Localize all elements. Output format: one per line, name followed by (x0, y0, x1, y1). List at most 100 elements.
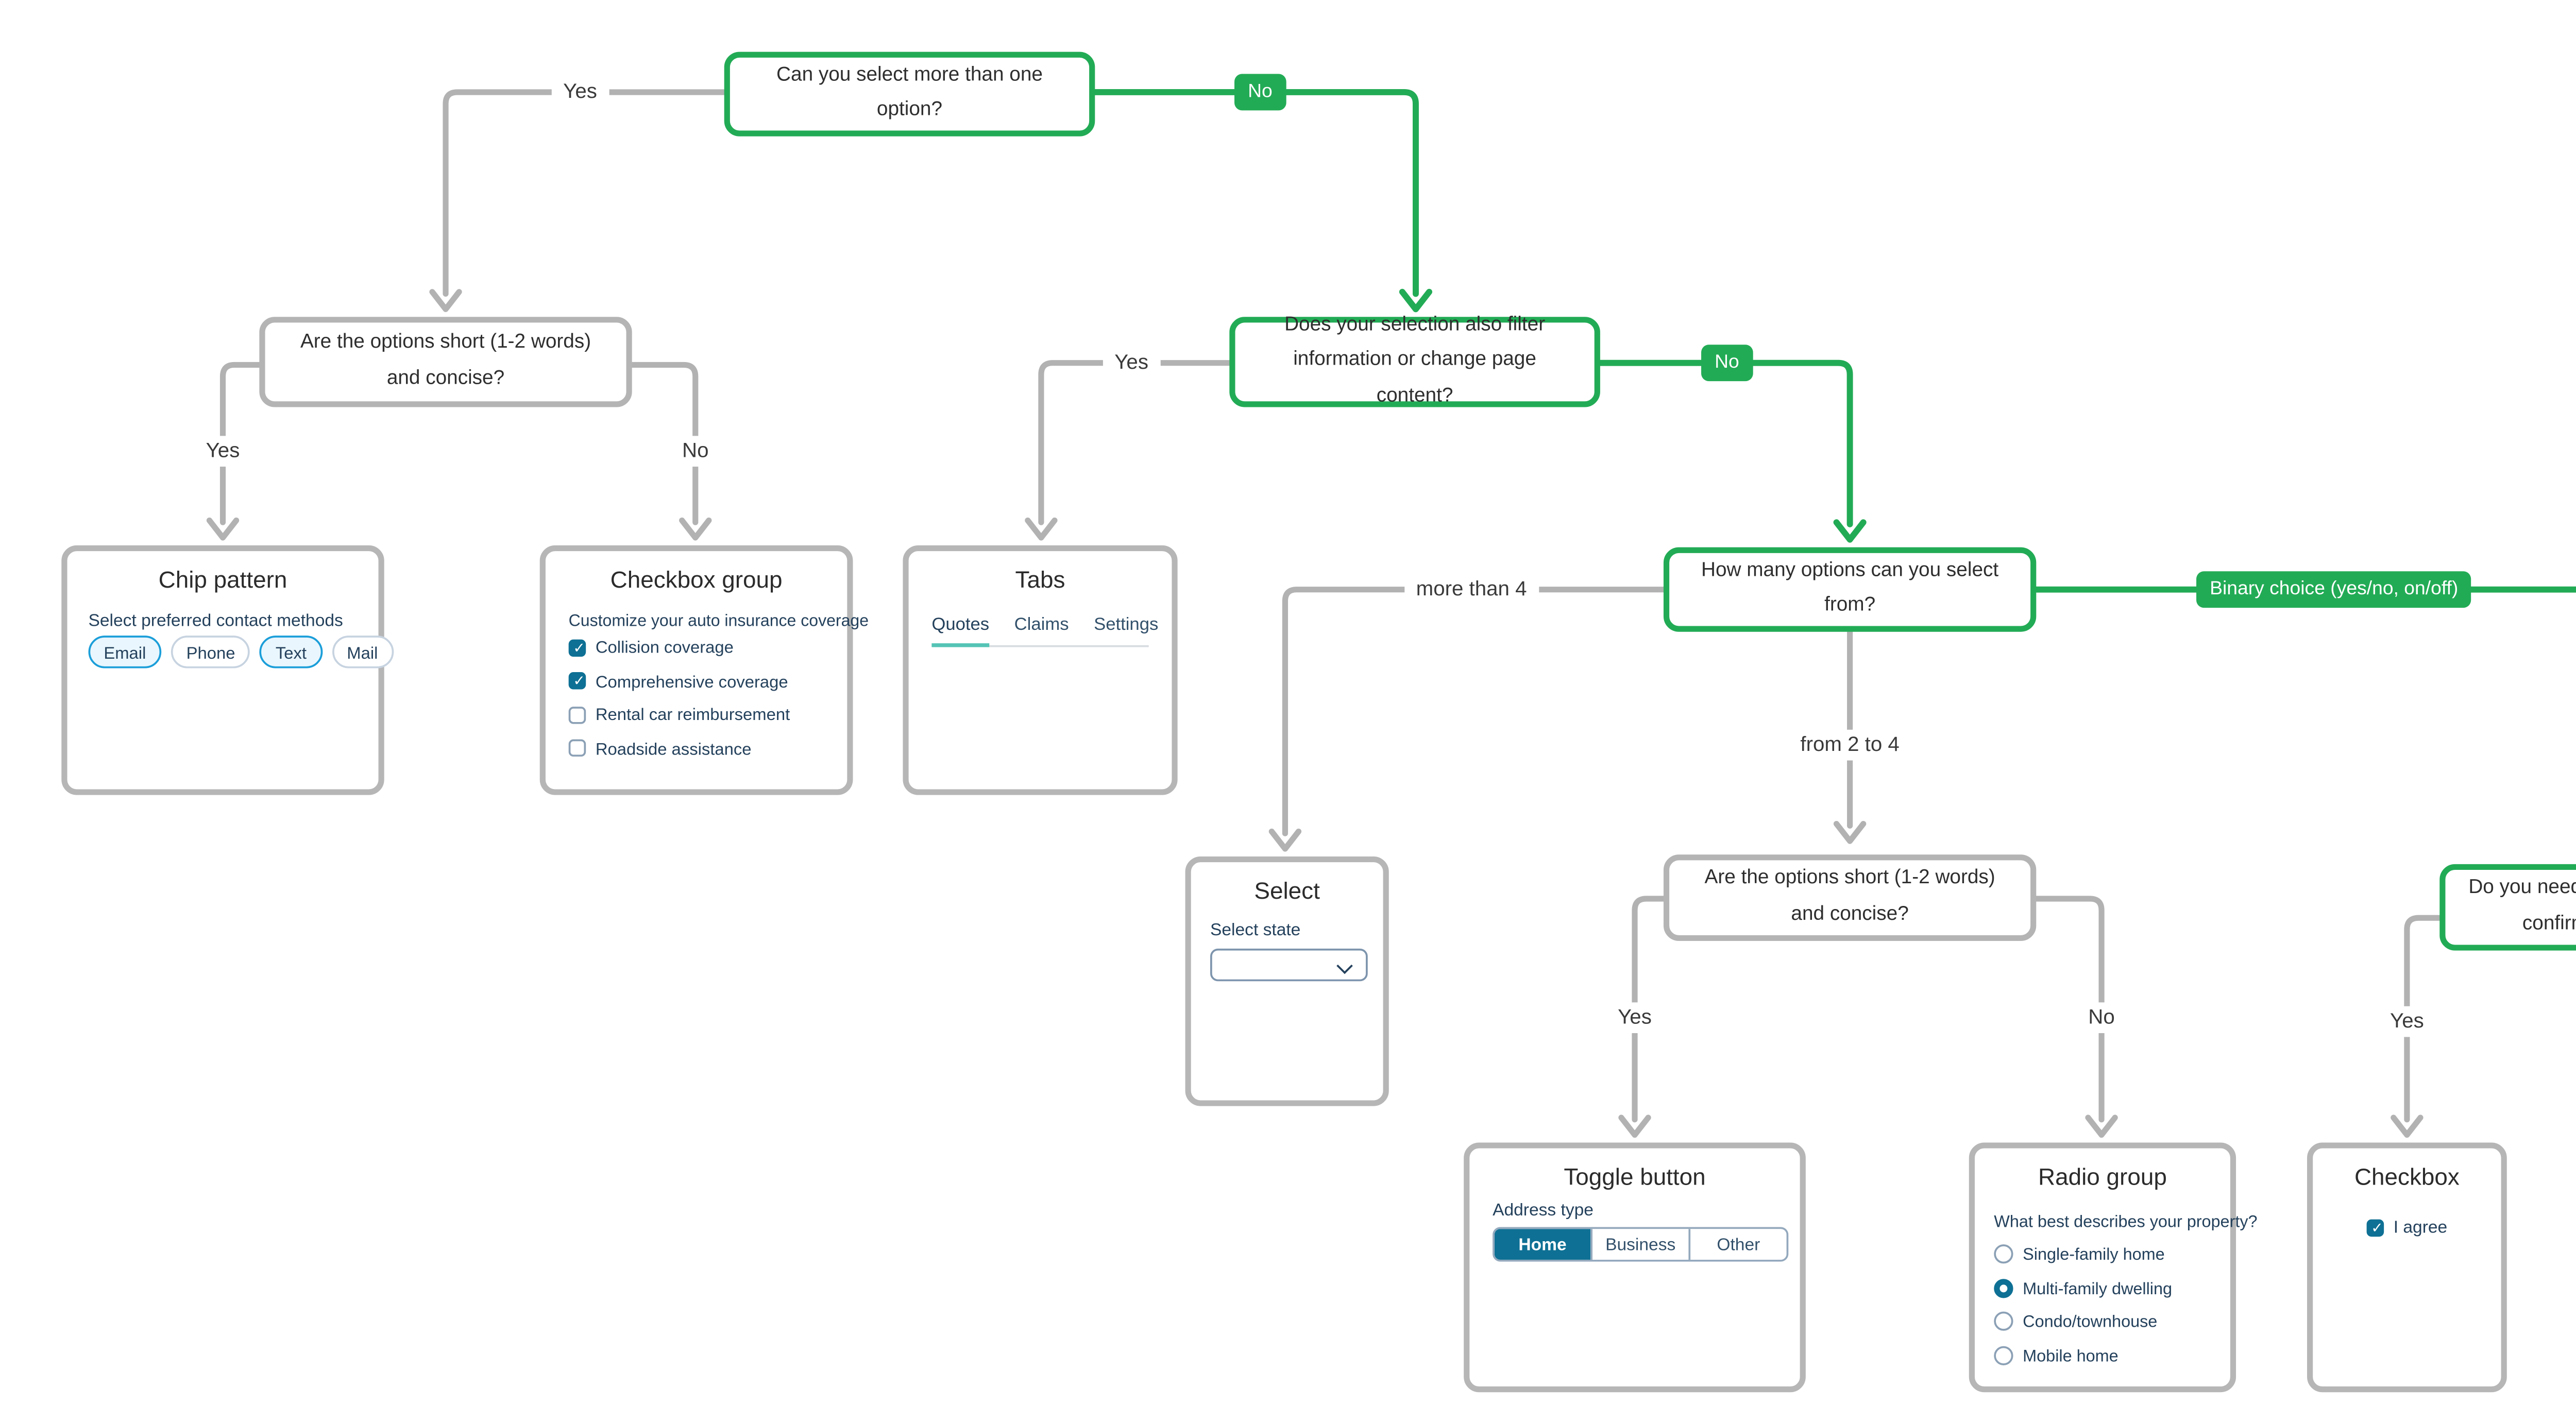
edge-label-yes-root: Yes (551, 77, 609, 108)
chip-mail[interactable]: Mail (331, 636, 394, 668)
radio-option-multi-family[interactable]: Multi-family dwelling (1994, 1278, 2172, 1297)
node-selection-filters-content: Does your selection also filter informat… (1229, 315, 1600, 407)
card-checkbox-group: Checkbox group Customize your auto insur… (539, 545, 869, 795)
checkbox-option-label: Collision coverage (595, 637, 734, 657)
edge-label-no-radio: No (2076, 1002, 2127, 1033)
card-select: Select Select state (1185, 856, 1389, 1106)
radio-option-condo[interactable]: Condo/townhouse (1994, 1311, 2172, 1331)
arrow-into-checkbox-group (679, 517, 712, 541)
connector-howmany-binary (2033, 586, 2576, 593)
chevron-down-icon (1336, 956, 1353, 973)
connector-short1-no (629, 362, 699, 525)
checkbox-unchecked-icon[interactable] (568, 739, 586, 757)
arrow-into-short2 (1833, 820, 1867, 844)
select-title: Select (1254, 877, 1320, 905)
card-radio-group: Radio group What best describes your pro… (1969, 1142, 2258, 1393)
connector-root-yes (443, 89, 727, 297)
arrow-into-tabs (1025, 517, 1058, 541)
connector-filter-yes (1038, 360, 1232, 525)
checkbox-checked-icon[interactable] (568, 672, 588, 691)
checkbox-option-collision[interactable]: Collision coverage (568, 637, 790, 658)
radio-option-single-family[interactable]: Single-family home (1994, 1244, 2172, 1264)
card-checkbox: Checkbox I agree (2307, 1142, 2507, 1393)
tab-claims[interactable]: Claims (1014, 614, 1069, 634)
checkbox-option-label: Roadside assistance (595, 738, 752, 758)
radio-list: Single-family home Multi-family dwelling… (1994, 1244, 2172, 1365)
tab-settings[interactable]: Settings (1094, 614, 1159, 634)
checkbox-group-label: Customize your auto insurance coverage (568, 610, 869, 630)
connector-filter-no (1597, 359, 1853, 527)
arrow-into-checkbox (2391, 1115, 2424, 1138)
arrow-into-radio (2085, 1115, 2118, 1138)
chip-pattern-label: Select preferred contact methods (88, 610, 343, 630)
radio-option-label: Mobile home (2023, 1345, 2119, 1365)
checkbox-title: Checkbox (2354, 1163, 2460, 1191)
tab-bar: Quotes Claims Settings (931, 614, 1158, 647)
state-select-dropdown[interactable] (1210, 948, 1368, 982)
radio-group-label: What best describes your property? (1994, 1211, 2258, 1231)
arrow-into-select (1268, 828, 1302, 852)
edge-label-yes-toggle: Yes (1606, 1002, 1664, 1033)
radio-option-mobile-home[interactable]: Mobile home (1994, 1345, 2172, 1365)
edge-label-yes-checkbox: Yes (2378, 1006, 2436, 1037)
node-can-select-more-than-one: Can you select more than one option? (724, 52, 1095, 136)
radio-unselected-icon[interactable] (1994, 1311, 2013, 1331)
chip-row: Email Phone Text Mail (88, 636, 394, 668)
card-toggle-button: Toggle button Address type Home Business… (1464, 1142, 1806, 1393)
toggle-button-title: Toggle button (1564, 1163, 1706, 1191)
connector-confirm-yes (2404, 915, 2443, 1123)
chip-pattern-title: Chip pattern (158, 566, 287, 594)
radio-unselected-icon[interactable] (1994, 1244, 2013, 1264)
card-chip-pattern: Chip pattern Select preferred contact me… (61, 545, 394, 795)
checkbox-option-label: Comprehensive coverage (595, 671, 788, 691)
chip-text[interactable]: Text (260, 636, 322, 668)
connector-short2-no (2033, 896, 2105, 1123)
chip-phone[interactable]: Phone (171, 636, 251, 668)
address-type-segmented-control: Home Business Other (1493, 1227, 1789, 1262)
connector-root-no (1092, 89, 1419, 297)
edge-label-more-than-4: more than 4 (1404, 574, 1538, 605)
node-additional-confirm-action: Do you need an additional action to conf… (2439, 864, 2576, 951)
checkbox-group-title: Checkbox group (610, 566, 783, 594)
edge-label-yes-tabs: Yes (1103, 347, 1160, 379)
connector-short1-yes (219, 362, 262, 525)
edge-label-from-2-to-4: from 2 to 4 (1789, 729, 1911, 761)
card-tabs: Tabs Quotes Claims Settings (903, 545, 1178, 795)
chip-email[interactable]: Email (88, 636, 162, 668)
node-options-short-2: Are the options short (1-2 words) and co… (1663, 854, 2037, 941)
checkbox-checked-icon[interactable] (2366, 1218, 2386, 1238)
segment-other[interactable]: Other (1688, 1229, 1787, 1260)
checkbox-unchecked-icon[interactable] (568, 706, 586, 723)
arrow-into-chip (206, 517, 240, 541)
radio-option-label: Condo/townhouse (2023, 1311, 2158, 1331)
radio-option-label: Single-family home (2023, 1244, 2165, 1264)
checkbox-option-roadside[interactable]: Roadside assistance (568, 738, 790, 758)
arrow-into-short1 (429, 289, 462, 312)
segment-home[interactable]: Home (1494, 1229, 1591, 1260)
checkbox-option-rental[interactable]: Rental car reimbursement (568, 705, 790, 724)
select-label: Select state (1210, 919, 1301, 939)
checkbox-checked-icon[interactable] (568, 638, 588, 658)
edge-label-no-checkbox-group: No (670, 436, 720, 467)
tab-quotes[interactable]: Quotes (931, 614, 990, 647)
radio-unselected-icon[interactable] (1994, 1345, 2013, 1365)
i-agree-label: I agree (2393, 1217, 2448, 1237)
checkbox-group-list: Collision coverage Comprehensive coverag… (568, 637, 790, 758)
arrow-into-toggle (1618, 1115, 1651, 1138)
node-how-many-options: How many options can you select from? (1663, 547, 2037, 632)
checkbox-option-comprehensive[interactable]: Comprehensive coverage (568, 671, 790, 691)
edge-label-yes-chip: Yes (194, 436, 251, 467)
checkbox-option-label: Rental car reimbursement (595, 705, 790, 724)
badge-binary-choice: Binary choice (yes/no, on/off) (2196, 571, 2472, 608)
arrow-into-filter (1399, 288, 1433, 313)
radio-option-label: Multi-family dwelling (2023, 1278, 2173, 1297)
connector-short2-yes (1632, 896, 1667, 1123)
radio-selected-icon[interactable] (1994, 1278, 2013, 1297)
radio-group-title: Radio group (2038, 1163, 2167, 1191)
segment-business[interactable]: Business (1590, 1229, 1689, 1260)
toggle-button-label: Address type (1493, 1200, 1594, 1220)
tabs-title: Tabs (1015, 566, 1065, 594)
i-agree-row[interactable]: I agree (2313, 1217, 2501, 1238)
